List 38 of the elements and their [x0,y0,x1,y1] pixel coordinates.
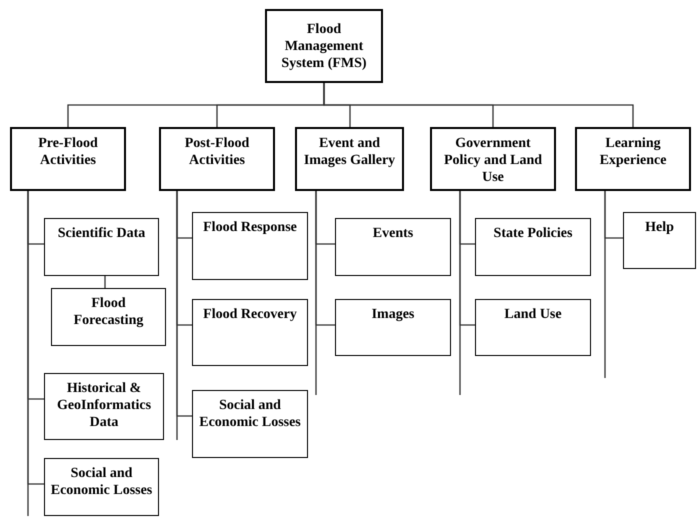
box-label: Flood Response [202,219,298,236]
box-label: Scientific Data [56,225,146,242]
category-box [575,127,691,191]
connector-line [323,83,634,127]
box-label: Post-Flood Activities [184,135,250,169]
category-box [295,127,404,191]
box-label: Events [372,225,414,242]
item-box [44,458,159,516]
box-label: Help [644,219,675,236]
category-box [10,127,126,191]
box-label: Pre-Flood Activities [37,135,99,169]
box-label: Flood Forecasting [72,295,144,329]
box-label: State Policies [492,225,574,242]
connector-line [104,276,106,288]
item-box [192,299,308,366]
box-label: Flood Management System (FMS) [280,21,368,72]
category-box [159,127,275,191]
item-box [623,212,696,269]
box-label: Land Use [503,306,563,323]
item-box [475,218,591,276]
item-box [192,212,308,280]
category-box [265,9,383,83]
item-box [475,299,591,356]
box-label: Images [370,306,416,323]
item-box [44,218,159,276]
box-label: Learning Experience [598,135,668,169]
category-box [430,127,556,191]
box-label: Historical & GeoInformatics Data [56,380,152,431]
item-box [51,288,166,346]
box-label: Social and Economic Losses [198,397,302,431]
item-box [335,299,451,356]
box-label: Government Policy and Land Use [442,135,544,186]
box-label: Flood Recovery [202,306,298,323]
item-box [44,373,164,440]
item-box [192,390,308,458]
item-box [335,218,451,276]
box-label: Social and Economic Losses [50,465,154,499]
box-label: Event and Images Gallery [302,135,396,169]
